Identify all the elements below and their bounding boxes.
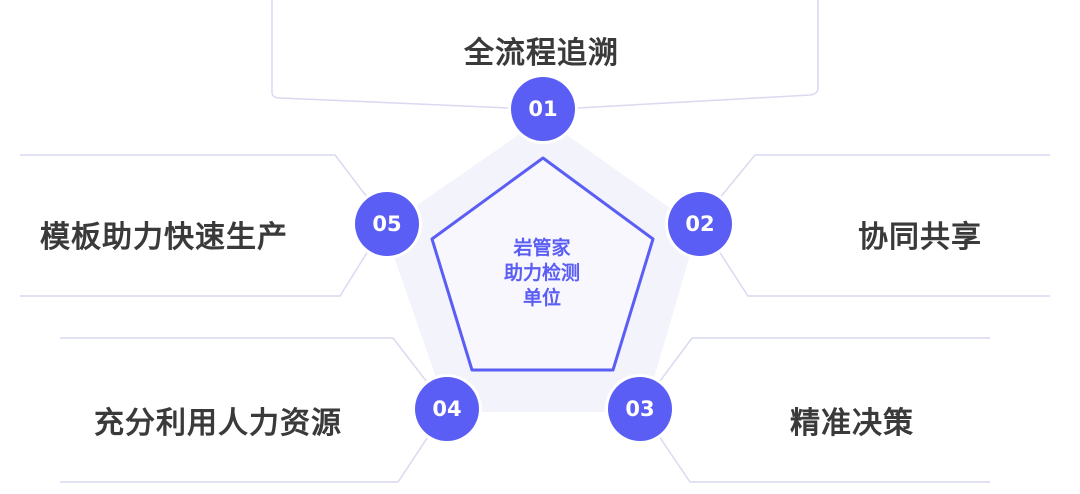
- center-title: 岩管家 助力检测 单位: [480, 236, 604, 311]
- badge-02: 02: [668, 192, 732, 256]
- badge-03: 03: [608, 377, 672, 441]
- feature-label-04: 充分利用人力资源: [94, 406, 342, 441]
- center-line-1: 岩管家: [513, 237, 571, 259]
- center-line-2: 助力检测: [503, 262, 580, 284]
- badge-01: 01: [511, 77, 575, 141]
- badge-05: 05: [355, 192, 419, 256]
- connector-01: [271, 0, 819, 109]
- center-line-3: 单位: [522, 287, 561, 309]
- badge-04: 04: [415, 377, 479, 441]
- feature-label-03: 精准决策: [790, 406, 914, 441]
- feature-label-05: 模板助力快速生产: [40, 220, 288, 255]
- inner-pentagon: [430, 156, 655, 372]
- feature-label-02: 协同共享: [858, 220, 982, 255]
- feature-label-01: 全流程追溯: [464, 36, 619, 71]
